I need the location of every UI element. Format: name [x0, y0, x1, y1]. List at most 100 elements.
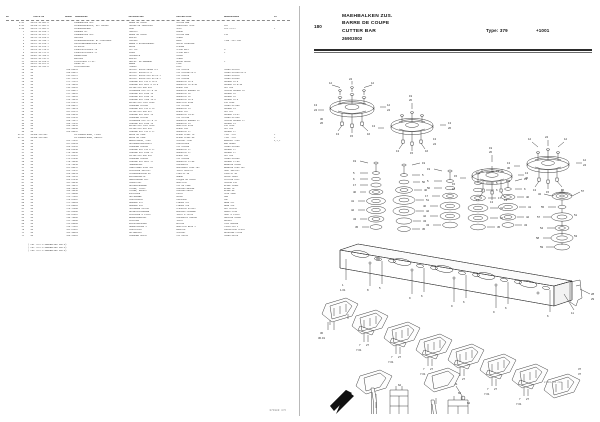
svg-text:42: 42	[423, 214, 427, 218]
table-cell: FEDERSTECKER 4	[128, 225, 147, 228]
table-cell: 42	[21, 152, 25, 155]
table-cell: 1	[73, 48, 76, 51]
page-gutter-divider	[296, 0, 304, 422]
table-cell: 21	[21, 87, 25, 90]
table-cell: 00	[30, 157, 34, 160]
svg-text:12: 12	[564, 137, 568, 141]
table-cell: PIPE	[176, 63, 182, 66]
table-cell: 1	[274, 134, 276, 137]
table-cell: DRIVE COVERING	[176, 42, 195, 45]
table-cell: 00	[30, 104, 34, 107]
table-cell: PIGNON Z21	[176, 202, 190, 205]
table-cell: LEITBLECH 11.01.	[75, 60, 96, 63]
table-cell: RONDELLE 13	[176, 107, 191, 110]
svg-text:30: 30	[320, 331, 324, 335]
table-cell: 00	[30, 84, 34, 87]
table-cell: SCHUTZKAPPE	[128, 199, 143, 202]
table-cell: 52	[75, 199, 78, 202]
table-cell: 00	[30, 33, 34, 36]
table-cell: PO1	[224, 25, 228, 28]
table-cell: RONDELLE 13/37	[176, 113, 195, 116]
table-cell: 1	[73, 45, 76, 48]
table-cell: VIS M16x60	[176, 157, 190, 160]
table-cell: HOUSING COVER	[224, 217, 241, 220]
table-cell: MAEHBALKEN ZUS.	[75, 33, 95, 36]
table-cell: 00	[30, 160, 34, 163]
table-cell: 00	[30, 110, 34, 113]
svg-text:9: 9	[493, 310, 495, 314]
table-cell: 43	[75, 172, 78, 175]
table-cell: 00	[30, 42, 34, 45]
table-cell: 254.300	[66, 231, 76, 234]
svg-text:1.01: 1.01	[340, 288, 346, 292]
table-cell: DR+DIN. ROSCA DIN 912+4.1	[128, 75, 161, 78]
svg-text:24: 24	[349, 77, 353, 81]
col-header-description: DESCRIPTION	[176, 15, 192, 18]
svg-text:17: 17	[353, 183, 357, 187]
svg-text:13: 13	[314, 103, 318, 107]
table-cell: 134.340	[66, 87, 76, 90]
table-cell: GOUPILLE	[176, 181, 187, 184]
table-cell: DICHTUNG	[128, 219, 139, 222]
table-cell: 214.770	[66, 196, 76, 199]
svg-text:57: 57	[581, 189, 585, 193]
table-cell: SCREW M16x50	[224, 146, 240, 149]
table-cell: 00	[30, 28, 34, 31]
table-cell: 00	[30, 205, 34, 208]
table-cell: STOP BUFFER	[224, 222, 239, 225]
table-cell: BAR GUARD	[224, 143, 236, 146]
table-cell: SCREW M12x35	[224, 116, 240, 119]
table-cell: 0.02	[19, 25, 25, 28]
svg-text:7: 7	[391, 355, 393, 359]
table-cell: CIRCLIP 30	[176, 172, 190, 175]
diagram-page: 180 MAEHBALKEN ZUS. BARRE DE COUPE CUTTE…	[304, 0, 600, 422]
table-cell: 00	[30, 175, 34, 178]
table-cell: RONDELLE GROWER 12	[176, 119, 200, 122]
table-cell: COUVERCLE CARTER	[176, 217, 197, 220]
rotor-assembly-top-mid	[378, 103, 446, 151]
header-rule-thick	[314, 49, 592, 51]
table-cell: 31	[75, 131, 78, 134]
table-cell: PATIN	[176, 193, 183, 196]
table-cell: 00	[30, 163, 34, 166]
table-cell: ECROU M16	[176, 128, 188, 131]
table-cell: 152.514	[66, 110, 76, 113]
header-divider	[6, 19, 290, 21]
table-cell: SCHEIBE DIN 125 A 17	[128, 131, 155, 134]
table-cell: 201.330	[66, 181, 76, 184]
table-cell: BEARING 6206 2RS	[224, 166, 245, 169]
svg-text:19: 19	[489, 146, 493, 150]
table-cell: 00	[30, 69, 34, 72]
table-cell: 48	[75, 187, 78, 190]
shoe-detail-left	[355, 369, 393, 402]
table-cell: 00	[30, 184, 34, 187]
table-cell: +102 -720	[224, 137, 236, 140]
svg-text:12: 12	[528, 137, 532, 141]
table-cell: MESSERBALKENSCHUTZ	[128, 143, 152, 146]
table-cell: 47	[21, 166, 25, 169]
table-cell: 00	[30, 54, 34, 57]
table-cell: SCHEIBE DIN 125 A 10.5	[128, 81, 157, 84]
table-cell: VIS M12x50	[176, 104, 190, 107]
table-cell: BASE	[176, 39, 182, 42]
table-cell: SPRING PIN	[224, 181, 237, 184]
table-cell: DRAIN PLUG	[224, 211, 237, 214]
serial-from: +1001	[536, 28, 550, 33]
svg-text:15: 15	[350, 134, 354, 138]
rotor-assembly-right-b	[514, 140, 582, 189]
table-cell: 00	[30, 22, 34, 25]
table-cell: MOYEU	[176, 196, 183, 199]
table-cell: 00	[30, 75, 34, 78]
